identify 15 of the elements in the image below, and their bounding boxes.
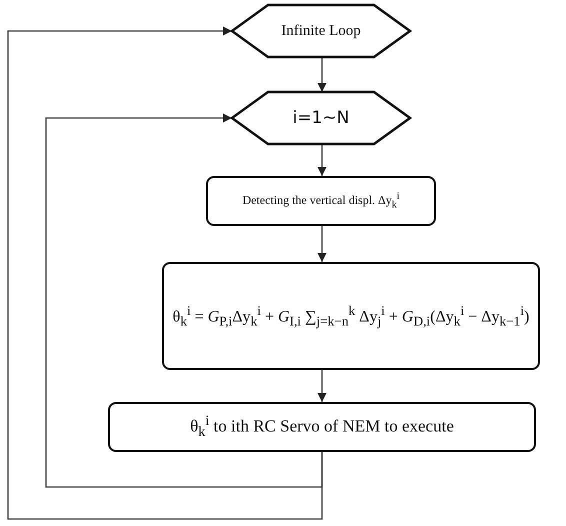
- process-box: [206, 176, 436, 226]
- arrow: [7, 26, 323, 520]
- node-text: i=1~N: [292, 108, 350, 128]
- loop-hexagon: [232, 5, 410, 57]
- arrow: [317, 370, 327, 402]
- node-text: Infinite Loop: [281, 22, 361, 40]
- node-text: θ$_{k}$$^{i}$ to ith RC Servo of NEM to execute: [190, 412, 454, 442]
- arrow: [317, 57, 327, 92]
- arrow: [45, 113, 323, 488]
- process-box: [108, 402, 536, 452]
- arrow: [317, 144, 327, 176]
- arrow: [317, 226, 327, 262]
- loop-hexagon: [232, 92, 410, 144]
- formula-text: θ$_{k}$$^{i}$ = G$_{P,i}$Δy$_{k}$$^{i}$ + G$_{I,i}$ ∑$_{j=k−n}$$^{k}$ Δy$_{j}$$^{i}$ + G$_{D,i}$(Δy$_{k}$$^{i}$ − Δy$_{k−1}$$^{i}$): [172, 302, 530, 330]
- formula-box: [162, 262, 540, 370]
